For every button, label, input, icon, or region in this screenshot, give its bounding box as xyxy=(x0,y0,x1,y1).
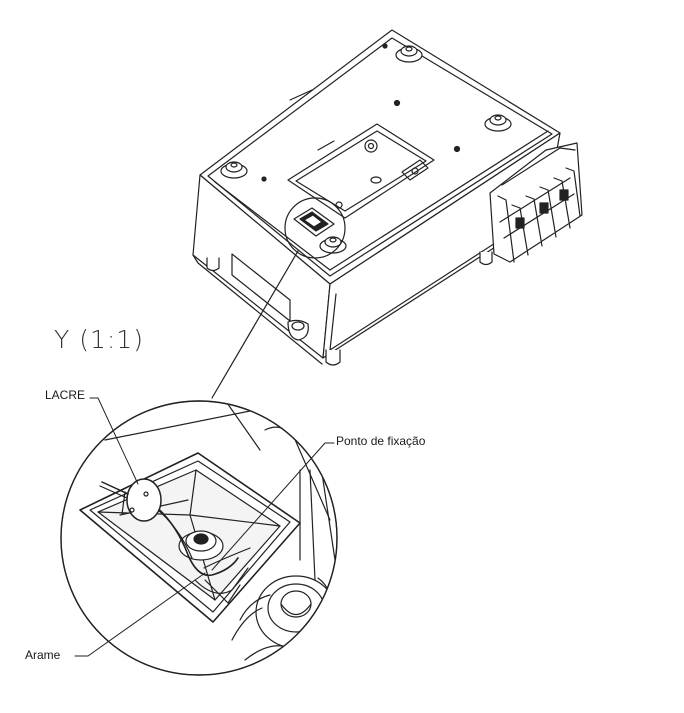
callout-leaders xyxy=(74,397,335,657)
device-feet xyxy=(220,45,512,254)
wire-callout-label: Arame xyxy=(25,648,61,662)
seal-housing-small xyxy=(293,207,335,237)
cover-plate xyxy=(287,89,435,219)
bottom-feet xyxy=(206,251,493,366)
detail-leader-line xyxy=(211,250,299,399)
detail-marker-circle xyxy=(284,197,346,259)
detail-view-label: Y (1:1) xyxy=(54,325,144,354)
fixing-point-callout-label: Ponto de fixação xyxy=(336,434,426,448)
connector-block xyxy=(489,142,583,263)
detail-view-y xyxy=(60,400,338,676)
seal-callout-label: LACRE xyxy=(45,388,86,402)
device-holes xyxy=(261,43,461,182)
